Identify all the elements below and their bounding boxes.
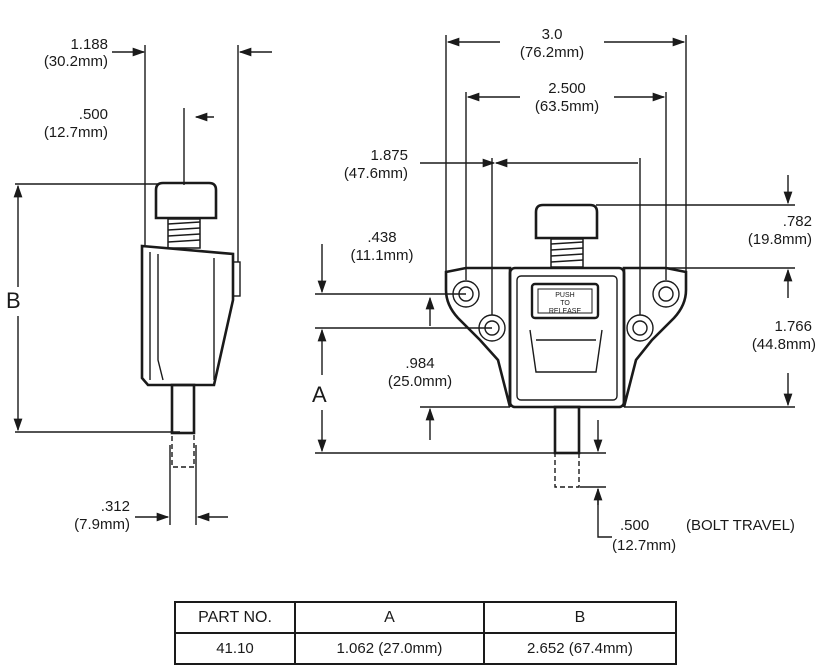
front-button-in: .782 (783, 213, 812, 230)
front-holes-outer-in: 2.500 (548, 80, 586, 97)
button-text-line1: PUSH (555, 292, 574, 299)
side-height-label: B (6, 288, 21, 313)
bolt-travel-note: (BOLT TRAVEL) (686, 517, 795, 534)
side-top-inner-in: .500 (79, 106, 108, 123)
table-header-row: PART NO. A B (174, 601, 677, 634)
front-lower-mm: (25.0mm) (388, 373, 452, 390)
side-bolt-mm: (7.9mm) (74, 516, 130, 533)
front-body-height-mm: (44.8mm) (752, 336, 816, 353)
table-row: 41.10 1.062 (27.0mm) 2.652 (67.4mm) (174, 632, 677, 665)
front-body-height-in: 1.766 (774, 318, 812, 335)
front-spring (550, 238, 584, 268)
side-bolt-in: .312 (101, 498, 130, 515)
cell-part-no: 41.10 (174, 632, 296, 665)
bolt-travel-mm: (12.7mm) (612, 537, 676, 554)
side-top-inner-mm: (12.7mm) (44, 124, 108, 141)
mounting-holes (452, 280, 680, 342)
front-hole-offset-mm: (11.1mm) (350, 247, 413, 264)
front-overall-mm: (76.2mm) (520, 44, 584, 61)
front-view (315, 35, 795, 538)
side-top-outer-mm: (30.2mm) (44, 53, 108, 70)
bolt-travel-in: .500 (620, 517, 649, 534)
front-button-mm: (19.8mm) (748, 231, 812, 248)
front-holes-inner-mm: (47.6mm) (344, 165, 408, 182)
front-height-label: A (312, 382, 327, 407)
cell-b: 2.652 (67.4mm) (483, 632, 677, 665)
header-a: A (294, 601, 485, 634)
cell-a: 1.062 (27.0mm) (294, 632, 485, 665)
header-part-no: PART NO. (174, 601, 296, 634)
front-lower-in: .984 (405, 355, 434, 372)
button-text-line2: TO (560, 300, 570, 307)
front-holes-inner-in: 1.875 (370, 147, 408, 164)
part-spec-table: PART NO. A B 41.10 1.062 (27.0mm) 2.652 … (174, 601, 677, 665)
side-view (13, 45, 272, 525)
front-hole-offset-in: .438 (367, 229, 396, 246)
side-top-outer-in: 1.188 (70, 36, 108, 53)
side-spring (167, 218, 201, 249)
header-b: B (483, 601, 677, 634)
front-overall-in: 3.0 (542, 26, 563, 43)
front-holes-outer-mm: (63.5mm) (535, 98, 599, 115)
button-text-line3: RELEASE (549, 308, 582, 315)
